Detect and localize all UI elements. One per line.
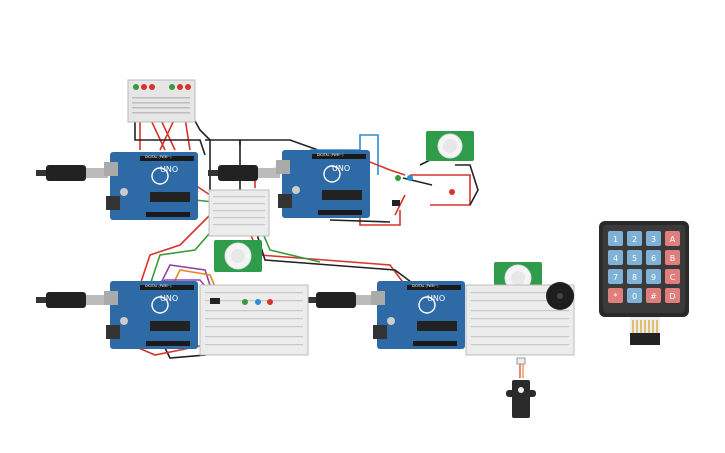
svg-text:DIGITAL (PWM~): DIGITAL (PWM~) (145, 155, 171, 159)
keypad-key[interactable] (665, 250, 680, 265)
keypad-key-label: * (614, 292, 618, 301)
led-icon (133, 84, 191, 90)
keypad-key-label: 0 (632, 292, 637, 301)
keypad-key[interactable] (608, 269, 623, 284)
keypad-key[interactable] (646, 250, 661, 265)
keypad-key-label: 5 (632, 254, 637, 263)
svg-text:UNO: UNO (332, 164, 350, 173)
breadboard-small-center (208, 189, 270, 237)
keypad-key-label: 9 (651, 273, 656, 282)
keypad-key-label: 6 (651, 254, 656, 263)
led-icon (392, 175, 455, 206)
keypad-key-label: # (650, 292, 657, 301)
svg-text:DIGITAL (PWM~): DIGITAL (PWM~) (317, 153, 343, 157)
buzzer-icon[interactable] (546, 282, 574, 310)
keypad-icon[interactable]: 1 2 3 A 4 5 6 B 7 8 9 C * 0 # D (599, 221, 689, 345)
led-icon (242, 299, 273, 305)
keypad-key-label: A (670, 235, 676, 244)
svg-text:DIGITAL (PWM~): DIGITAL (PWM~) (145, 284, 171, 288)
led-breadboard-top (127, 79, 196, 123)
keypad-key[interactable] (608, 288, 623, 303)
pir-sensor-icon[interactable] (426, 131, 474, 161)
arduino-2[interactable]: UNO DIGITAL (PWM~) (208, 149, 371, 219)
usb-cable-icon (306, 292, 378, 308)
keypad-key[interactable] (627, 269, 642, 284)
keypad-key[interactable] (646, 288, 661, 303)
keypad-key[interactable] (646, 231, 661, 246)
keypad-key[interactable] (608, 231, 623, 246)
arduino-3[interactable]: UNO DIGITAL (PWM~) (36, 280, 199, 350)
keypad-key-label: 8 (632, 273, 637, 282)
keypad-key[interactable] (665, 288, 680, 303)
keypad-key-label: 2 (632, 235, 637, 244)
usb-cable-icon (36, 292, 108, 308)
keypad-key[interactable] (665, 269, 680, 284)
svg-text:UNO: UNO (427, 294, 445, 303)
svg-text:UNO: UNO (160, 165, 178, 174)
arduino-1[interactable]: UNO DIGITAL (PWM~) (36, 151, 199, 221)
breadboard-lower-left (199, 284, 309, 356)
keypad-key[interactable] (627, 231, 642, 246)
pir-sensor-icon[interactable] (214, 240, 262, 272)
usb-cable-icon (208, 165, 280, 181)
keypad-key-label: 1 (613, 235, 618, 244)
keypad-key[interactable] (608, 250, 623, 265)
keypad-key[interactable] (665, 231, 680, 246)
keypad-key-label: D (669, 292, 675, 301)
keypad-keys: 1 2 3 A 4 5 6 B 7 8 9 C * 0 # D (608, 231, 680, 303)
keypad-key-label: 4 (613, 254, 618, 263)
keypad-key[interactable] (627, 288, 642, 303)
keypad-key-label: C (670, 273, 676, 282)
keypad-key[interactable] (627, 250, 642, 265)
usb-cable-icon (36, 165, 108, 181)
keypad-key-label: 3 (651, 235, 656, 244)
keypad-key[interactable] (646, 269, 661, 284)
servo-icon[interactable] (506, 357, 536, 418)
svg-text:UNO: UNO (160, 294, 178, 303)
keypad-key-label: 7 (613, 273, 618, 282)
keypad-key-label: B (670, 254, 676, 263)
svg-text:DIGITAL (PWM~): DIGITAL (PWM~) (412, 284, 438, 288)
arduino-4[interactable]: UNO DIGITAL (PWM~) (306, 280, 466, 350)
